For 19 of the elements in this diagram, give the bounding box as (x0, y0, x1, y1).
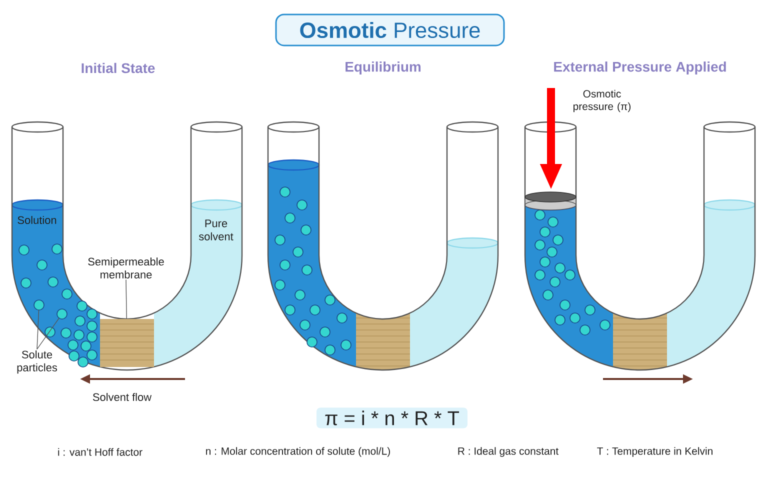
formula-box: π = i * n * R * T (316, 408, 468, 428)
flow-label: Solvent flow (92, 392, 152, 402)
legend-text: n : Molar concentration of solute (mol/L) (206, 447, 390, 457)
legend-text: R : Ideal gas constant (458, 447, 558, 457)
arrow-label: Osmotic pressure (π) (574, 90, 631, 112)
membrane (100, 319, 154, 367)
particles-label: Solute particles (17, 350, 57, 374)
panel-title: Initial State (82, 62, 155, 74)
membrane-label: Semipermeable membrane (88, 258, 164, 278)
liquid-label: Pure solvent (198, 220, 234, 240)
panel-title: Equilibrium (346, 62, 421, 74)
panel-title: External Pressure Applied (554, 62, 726, 74)
liquid-label: Solution (18, 216, 56, 224)
leader-line (36, 310, 40, 350)
leader-line (126, 279, 127, 320)
legend-text: T : Temperature in Kelvin (597, 447, 712, 457)
legend-text: i : van’t Hoff factor (58, 448, 142, 456)
title-banner: Osmotic Pressure (275, 14, 505, 46)
leader-line (36, 318, 60, 350)
